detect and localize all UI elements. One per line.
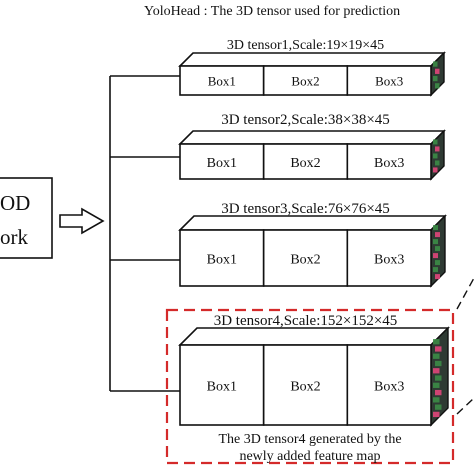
network-label-line2: ork: [0, 225, 28, 249]
hollow-arrow: [60, 209, 103, 233]
tensor-1-label: 3D tensor1,Scale:19×19×45: [227, 38, 384, 53]
tensor-2-top-face: [180, 131, 444, 144]
zoom-line-top: [457, 278, 474, 309]
tensor-2-box-3-label: Box3: [374, 156, 404, 171]
tensor-3-box-2-label: Box2: [290, 252, 320, 267]
tensor-4-side-face: [431, 328, 448, 425]
zoom-line-bottom: [457, 398, 474, 414]
network-label-line1: OD: [0, 191, 30, 215]
tensor-2-label: 3D tensor2,Scale:38×38×45: [221, 112, 390, 128]
tensor-3-side-face: [431, 216, 445, 286]
tensor-1-box-2-label: Box2: [291, 73, 319, 88]
tensor-3-label: 3D tensor3,Scale:76×76×45: [221, 201, 390, 217]
tensor-3-top-face: [180, 216, 445, 230]
tensor-4-box-3-label: Box3: [374, 379, 404, 394]
tensor-4-top-face: [180, 328, 448, 345]
tensor-4-box-1-label: Box1: [207, 379, 237, 394]
tensor-1-top-face: [180, 53, 444, 66]
highlight-caption-line1: The 3D tensor4 generated by the: [218, 432, 401, 447]
tensor-1-box-1-label: Box1: [208, 73, 236, 88]
tensor-3-box-1-label: Box1: [207, 252, 237, 267]
highlight-caption-line2: newly added feature map: [239, 449, 380, 464]
tensor-4-label: 3D tensor4,Scale:152×152×45: [214, 313, 398, 329]
tensor-2-box-2-label: Box2: [290, 156, 320, 171]
tensor-2-box-1-label: Box1: [207, 156, 237, 171]
tensor-4-box-2-label: Box2: [290, 379, 320, 394]
diagram-title: YoloHead : The 3D tensor used for predic…: [144, 4, 400, 19]
tensor-1-box-3-label: Box3: [375, 73, 403, 88]
tensor-3-box-3-label: Box3: [374, 252, 404, 267]
